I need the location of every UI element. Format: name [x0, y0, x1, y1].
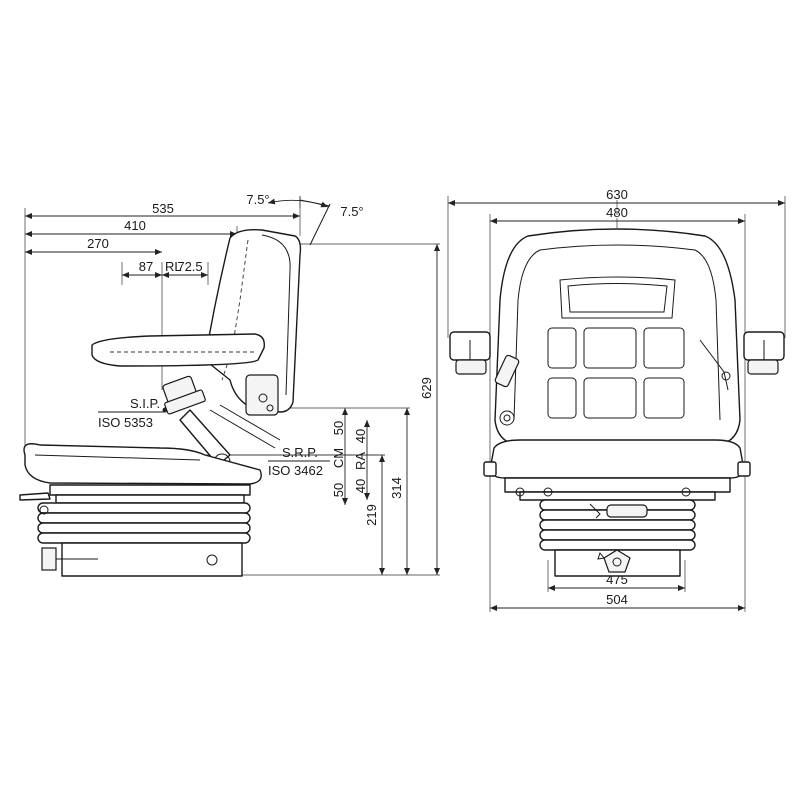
dim-label-87: 87: [139, 259, 153, 274]
dim-label-504: 504: [606, 592, 628, 607]
side-bellows: [37, 502, 251, 544]
side-base-knob: [206, 554, 218, 566]
angle-arc: [267, 198, 329, 208]
side-front-handle: [19, 492, 51, 501]
dim-label-535: 535: [152, 201, 174, 216]
dim-label-480: 480: [606, 205, 628, 220]
side-top-plate: [49, 484, 251, 496]
label-cm: CM: [331, 448, 346, 468]
dim-label-cm-bottom: 50: [331, 483, 346, 497]
front-belt-buckle-left: [494, 354, 520, 388]
angle-label-left: 7.5°: [246, 192, 269, 207]
dim-label-cm-top: 50: [331, 421, 346, 435]
front-belt-anchor: [499, 410, 515, 426]
side-weight-dial: [41, 547, 57, 571]
side-armrest: [91, 333, 265, 367]
front-top-plate: [504, 477, 731, 493]
side-seat-cushion: [23, 443, 262, 485]
front-view: 630 480 475 504: [447, 187, 786, 612]
label-ra: RA: [353, 452, 368, 470]
dim-label-630: 630: [606, 187, 628, 202]
side-view: 535 410 270 87 RL 72.5 7.5° 7.5° 629 314…: [19, 192, 440, 577]
dim-label-410: 410: [124, 218, 146, 233]
side-backrest: [204, 228, 302, 413]
srp-standard: ISO 3462: [268, 463, 323, 478]
dim-label-270: 270: [87, 236, 109, 251]
dim-label-ra-bottom: 40: [353, 479, 368, 493]
label-rl: RL: [165, 259, 182, 274]
front-backrest: [494, 228, 741, 446]
dim-label-314: 314: [389, 477, 404, 499]
dim-label-72-5: 72.5: [177, 259, 202, 274]
angle-label-right: 7.5°: [340, 204, 363, 219]
sip-label: S.I.P.: [130, 396, 160, 411]
dim-label-629: 629: [419, 377, 434, 399]
front-backrest-panels: [547, 276, 685, 419]
front-bellows: [539, 499, 696, 551]
dim-label-ra-top: 40: [353, 429, 368, 443]
front-weight-knob: [603, 549, 631, 573]
seat-side-drawing: [19, 228, 302, 577]
dim-label-219: 219: [364, 504, 379, 526]
front-armrest-right: [743, 331, 785, 375]
front-seat-cushion: [489, 439, 745, 479]
front-lever-handle: [606, 504, 648, 518]
sip-standard: ISO 5353: [98, 415, 153, 430]
front-armrest-left: [449, 331, 491, 375]
srp-label: S.R.P.: [282, 445, 318, 460]
